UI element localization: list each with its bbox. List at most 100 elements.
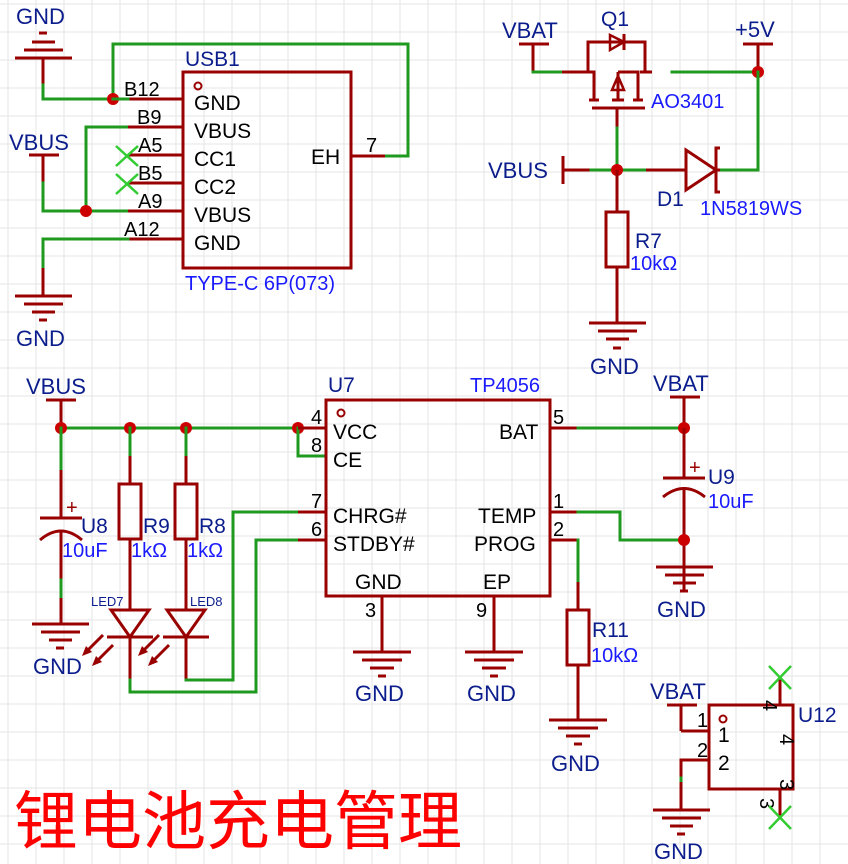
- gnd-symbol-u9[interactable]: GND: [656, 565, 713, 622]
- u8-ref: U8: [81, 515, 108, 538]
- pin-num: 7: [311, 491, 322, 513]
- pin1-marker-icon: [193, 81, 203, 91]
- pin-num: 1: [697, 710, 708, 732]
- gnd-symbol-usb-bottom[interactable]: GND: [15, 268, 72, 351]
- u7-ref: U7: [328, 374, 355, 397]
- led8-ref: LED8: [190, 594, 223, 609]
- wire-eh-loop[interactable]: [111, 42, 410, 158]
- gnd-symbol-u7-pin3[interactable]: GND: [353, 650, 411, 706]
- pin-name: 2: [718, 752, 730, 775]
- vbus-port-u7[interactable]: VBUS: [26, 374, 86, 428]
- pin-num: 1: [553, 491, 564, 513]
- pin-name: GND: [194, 92, 241, 115]
- u12-ref: U12: [798, 704, 837, 727]
- net-label-vbus: VBUS: [9, 130, 69, 155]
- r7-value: 10kΩ: [630, 253, 677, 275]
- r8-resistor[interactable]: R8 1kΩ: [173, 426, 226, 610]
- vbat-port-q1[interactable]: VBAT: [502, 18, 558, 72]
- usb1-body[interactable]: [181, 70, 353, 270]
- pin-num: 6: [311, 519, 322, 541]
- pin-num: 5: [553, 407, 564, 429]
- u8-value: 10uF: [62, 540, 108, 562]
- plus5v-port[interactable]: +5V: [735, 17, 775, 72]
- vbat-port-u9[interactable]: VBAT: [653, 371, 709, 428]
- junction: [678, 534, 690, 546]
- wire-gnd-b12[interactable]: [41, 83, 115, 101]
- wire-temp[interactable]: [576, 510, 686, 542]
- pin-name: VCC: [333, 421, 377, 444]
- pin-num: B12: [124, 79, 160, 101]
- d1-ref: D1: [657, 188, 684, 211]
- net-label-gnd: GND: [355, 681, 404, 706]
- d1-schottky-diode[interactable]: D1 1N5819WS: [646, 146, 802, 220]
- net-label-5v: +5V: [735, 17, 775, 42]
- r11-resistor[interactable]: R11 10kΩ: [565, 582, 638, 720]
- q1-mosfet[interactable]: Q1 AO3401: [562, 8, 724, 128]
- wire-5v-d1[interactable]: [718, 70, 760, 172]
- polarity-plus-icon: +: [689, 457, 701, 479]
- gnd-symbol-u8[interactable]: GND: [32, 622, 89, 679]
- pin-name: BAT: [499, 421, 538, 444]
- gnd-symbol-r7[interactable]: GND: [589, 321, 646, 379]
- net-label-gnd: GND: [16, 326, 65, 351]
- r9-value: 1kΩ: [131, 540, 167, 562]
- polarity-plus-icon: +: [66, 497, 78, 519]
- wire-chrg[interactable]: [184, 510, 300, 682]
- power-path-section: VBAT Q1 AO3401 +5V: [488, 8, 802, 379]
- gnd-symbol-r11[interactable]: GND: [549, 718, 607, 776]
- net-label-gnd: GND: [654, 839, 703, 864]
- pin-num: B5: [138, 163, 162, 185]
- u12-body[interactable]: [707, 703, 795, 791]
- r8-ref: R8: [199, 515, 226, 538]
- net-label-vbat: VBAT: [650, 679, 706, 704]
- vbus-port-usb[interactable]: VBUS: [9, 130, 69, 183]
- net-label-vbus: VBUS: [488, 158, 548, 183]
- r7-resistor[interactable]: R7 10kΩ: [604, 210, 677, 322]
- pin-num: 2: [697, 740, 708, 762]
- pin-num: A5: [138, 135, 162, 157]
- u12-section: VBAT GND U12 1 2 1 2 4 3 4 3: [650, 665, 837, 864]
- net-label-vbus: VBUS: [26, 374, 86, 399]
- u9-value: 10uF: [708, 491, 754, 513]
- pin-num: A9: [138, 191, 162, 213]
- pin-name: GND: [355, 571, 402, 594]
- pin-num: 2: [553, 519, 564, 541]
- u8-capacitor[interactable]: + U8 10uF: [39, 426, 108, 624]
- gnd-symbol-u12[interactable]: GND: [653, 808, 710, 864]
- r9-resistor[interactable]: R9 1kΩ: [117, 426, 170, 610]
- wire-stdby[interactable]: [128, 538, 300, 694]
- wire-a12-gnd[interactable]: [41, 237, 130, 270]
- led8[interactable]: LED8: [138, 594, 223, 680]
- junction: [80, 205, 92, 217]
- pin-num: 7: [366, 135, 377, 157]
- r8-value: 1kΩ: [187, 540, 223, 562]
- pin-name: PROG: [474, 533, 536, 556]
- pin-name: GND: [194, 232, 241, 255]
- pin-name: VBUS: [194, 204, 251, 227]
- charger-section: VBUS + U8 10uF GND: [26, 371, 754, 776]
- vbus-port-d1[interactable]: VBUS: [488, 156, 591, 184]
- d1-value: 1N5819WS: [700, 198, 802, 220]
- q1-ref: Q1: [601, 8, 629, 31]
- wire-vbus-b9[interactable]: [84, 125, 130, 213]
- pin-num: 4: [311, 407, 322, 429]
- pin-num: A12: [124, 219, 160, 241]
- u9-ref: U9: [708, 466, 735, 489]
- u7-tp4056-body[interactable]: [324, 398, 552, 598]
- schematic-title: 锂电池充电管理: [14, 786, 462, 860]
- pin-num: 9: [476, 600, 487, 622]
- vbat-port-u12[interactable]: VBAT: [650, 679, 706, 731]
- pin-name: CHRG#: [333, 505, 407, 528]
- pin-num: B9: [137, 107, 161, 129]
- gnd-symbol-usb-top[interactable]: GND: [15, 4, 72, 85]
- pin-name: VBUS: [194, 120, 251, 143]
- q1-value: AO3401: [651, 91, 724, 113]
- wire-ce[interactable]: [296, 426, 328, 458]
- led7[interactable]: LED7: [82, 594, 153, 680]
- pin-num: 4: [758, 700, 780, 711]
- r11-value: 10kΩ: [591, 645, 638, 667]
- gnd-symbol-u7-pin9[interactable]: GND: [465, 650, 523, 706]
- pin-name: EH: [311, 146, 340, 169]
- wire-vbus-a9[interactable]: [41, 181, 130, 213]
